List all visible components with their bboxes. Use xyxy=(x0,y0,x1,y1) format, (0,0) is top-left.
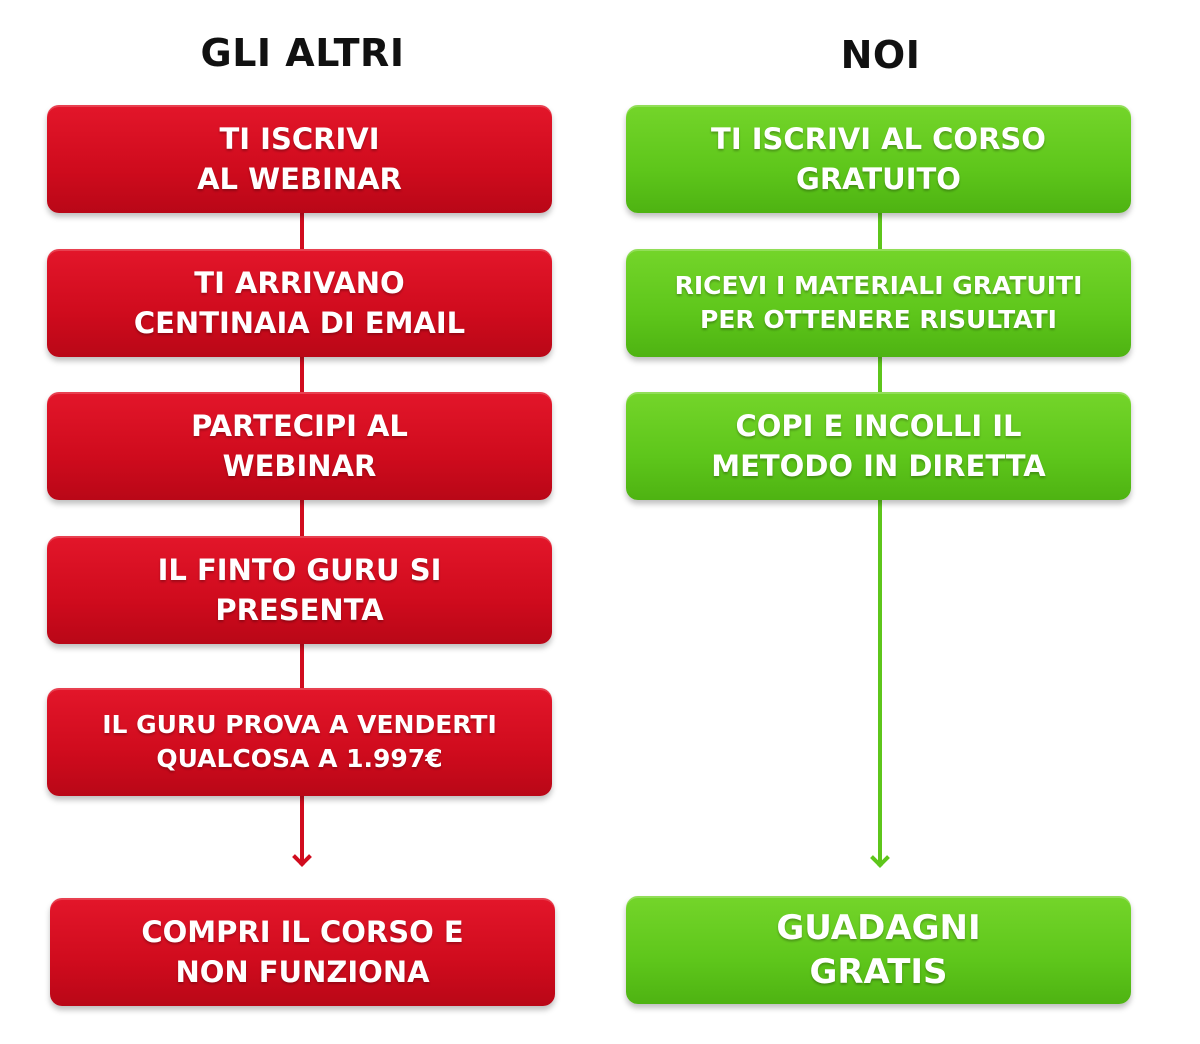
right-connector-3 xyxy=(878,499,882,863)
left-step-5: IL GURU PROVA A VENDERTI QUALCOSA A 1.99… xyxy=(47,688,552,796)
left-column-title: GLI ALTRI xyxy=(200,31,405,75)
left-result-label: COMPRI IL CORSO E NON FUNZIONA xyxy=(141,915,464,989)
arrow-down-icon xyxy=(292,847,312,867)
left-step-1-label: TI ISCRIVI AL WEBINAR xyxy=(197,122,402,196)
left-connector-3 xyxy=(300,499,304,537)
left-connector-1 xyxy=(300,212,304,250)
left-connector-5 xyxy=(300,796,304,862)
left-step-5-label: IL GURU PROVA A VENDERTI QUALCOSA A 1.99… xyxy=(102,710,497,773)
right-step-3: COPI E INCOLLI IL METODO IN DIRETTA xyxy=(626,392,1131,500)
right-step-1-label: TI ISCRIVI AL CORSO GRATUITO xyxy=(711,122,1046,196)
left-result: COMPRI IL CORSO E NON FUNZIONA xyxy=(50,898,555,1006)
left-step-2: TI ARRIVANO CENTINAIA DI EMAIL xyxy=(47,249,552,357)
right-step-1: TI ISCRIVI AL CORSO GRATUITO xyxy=(626,105,1131,213)
left-step-3-label: PARTECIPI AL WEBINAR xyxy=(191,409,408,483)
right-result: GUADAGNI GRATIS xyxy=(626,896,1131,1004)
left-step-3: PARTECIPI AL WEBINAR xyxy=(47,392,552,500)
left-step-2-label: TI ARRIVANO CENTINAIA DI EMAIL xyxy=(133,266,466,340)
left-step-4-label: IL FINTO GURU SI PRESENTA xyxy=(157,553,442,627)
right-column-title: NOI xyxy=(840,33,921,77)
left-step-1: TI ISCRIVI AL WEBINAR xyxy=(47,105,552,213)
left-connector-4 xyxy=(300,643,304,689)
right-result-label: GUADAGNI GRATIS xyxy=(776,908,981,992)
right-connector-1 xyxy=(878,212,882,250)
left-step-4: IL FINTO GURU SI PRESENTA xyxy=(47,536,552,644)
right-step-2-label: RICEVI I MATERIALI GRATUITI PER OTTENERE… xyxy=(674,271,1083,334)
arrow-down-icon xyxy=(870,848,890,868)
left-connector-2 xyxy=(300,356,304,394)
right-step-3-label: COPI E INCOLLI IL METODO IN DIRETTA xyxy=(711,409,1046,483)
right-step-2: RICEVI I MATERIALI GRATUITI PER OTTENERE… xyxy=(626,249,1131,357)
right-connector-2 xyxy=(878,356,882,394)
